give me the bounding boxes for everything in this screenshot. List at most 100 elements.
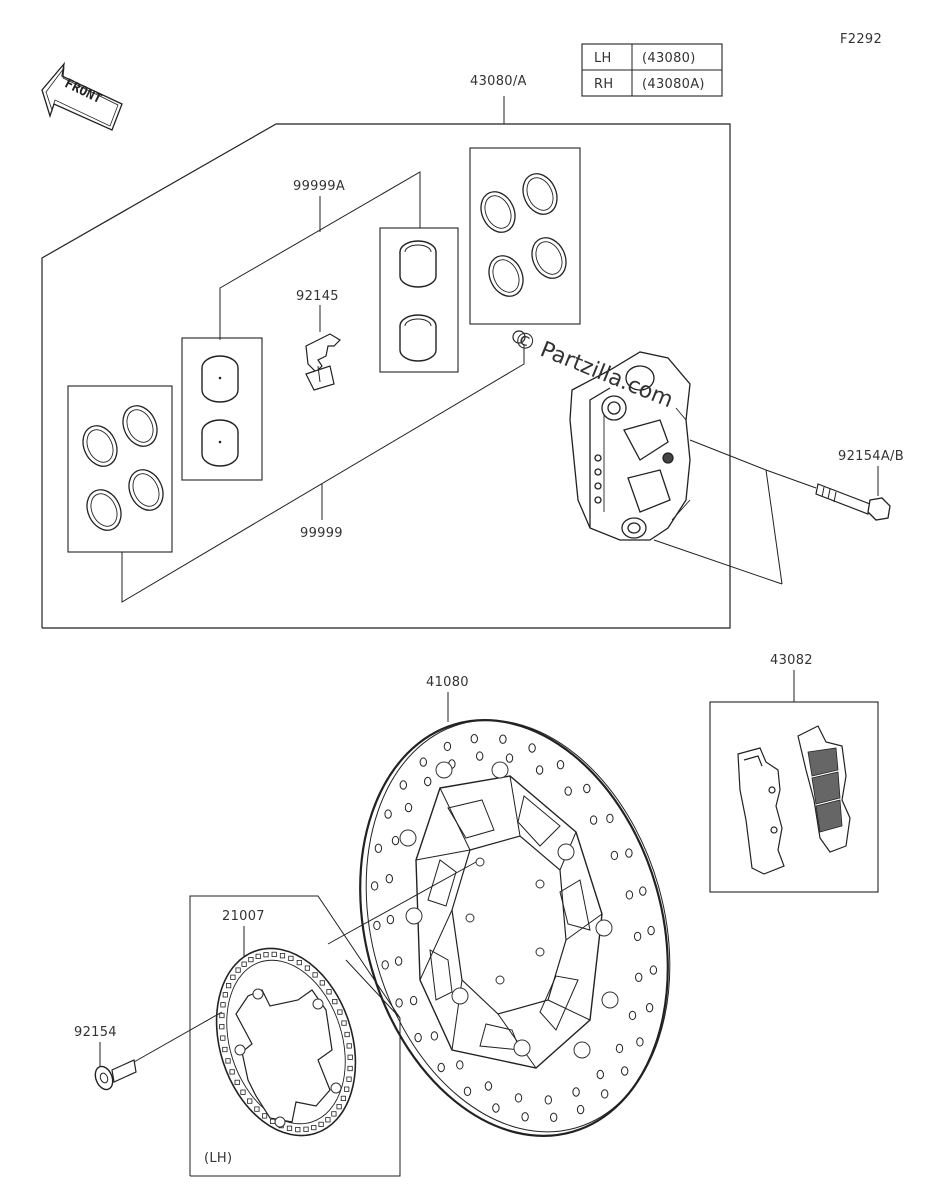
table-part-rh: (43080A) <box>642 77 705 92</box>
disc-vent-hole <box>384 809 392 819</box>
pad-set-box <box>709 701 879 893</box>
sensor-rotor-frame <box>189 861 477 1177</box>
sensor-rotor-tooth <box>255 953 261 960</box>
brake-pad-right <box>797 725 851 853</box>
sensor-rotor-tooth <box>222 992 228 998</box>
disc-vent-hole <box>636 1037 644 1047</box>
sensor-rotor-tooth <box>346 1076 352 1082</box>
sensor-rotor-tooth <box>254 1106 260 1112</box>
label-pad-spring[interactable]: 92145 <box>296 289 339 304</box>
sensor-rotor-tooth <box>303 1126 309 1132</box>
disc-vent-hole <box>409 995 418 1006</box>
disc-vent-hole <box>601 1089 609 1099</box>
disc-vent-hole <box>564 786 572 796</box>
piston-kit-bracket <box>121 330 526 603</box>
table-side-lh: LH <box>594 51 612 66</box>
disc-vent-hole <box>615 1043 624 1054</box>
sensor-rotor-tooth <box>229 1069 235 1075</box>
sensor-rotor-tooth <box>220 1002 226 1008</box>
disc-vent-hole <box>596 1069 604 1080</box>
sensor-rotor-tooth <box>319 980 325 986</box>
label-pad-set[interactable]: 43082 <box>770 653 813 668</box>
disc-vent-hole <box>394 956 403 966</box>
sensor-rotor-tooth <box>331 1111 337 1117</box>
piston-pair-top <box>379 227 459 373</box>
disc-vent-hole <box>589 815 598 825</box>
disc-vent-hole <box>625 848 633 858</box>
label-lh-note[interactable]: (LH) <box>204 1151 232 1166</box>
label-caliper-bolt[interactable]: 92154A/B <box>838 449 904 464</box>
sensor-rotor-tooth <box>318 1121 324 1127</box>
disc-vent-hole <box>625 890 634 900</box>
piston-kit-a-bracket <box>219 171 421 340</box>
label-piston-kit[interactable]: 99999 <box>300 526 343 541</box>
sensor-rotor-tooth <box>230 974 236 980</box>
disc-vent-hole <box>373 920 381 931</box>
label-piston-kit-a[interactable]: 99999A <box>293 179 345 194</box>
disc-vent-hole <box>424 776 432 787</box>
disc-vent-hole <box>576 1104 585 1115</box>
sensor-rotor-tooth <box>271 951 277 958</box>
sensor-rotor-tooth <box>241 961 247 967</box>
sensor-rotor-tooth <box>340 1095 347 1101</box>
disc-bolt-part <box>94 1059 137 1091</box>
disc-vent-hole <box>437 1062 445 1073</box>
sensor-rotor-tooth <box>332 999 338 1005</box>
sensor-rotor-tooth <box>341 1020 347 1026</box>
sensor-rotor-tooth <box>337 1009 343 1015</box>
sensor-rotor-tooth <box>219 1012 225 1019</box>
sensor-rotor-tooth <box>263 952 269 958</box>
disc-vent-hole <box>430 1031 439 1041</box>
label-disc-bolt[interactable]: 92154 <box>74 1025 117 1040</box>
disc-vent-hole <box>463 1086 472 1097</box>
disc-vent-hole <box>399 780 407 790</box>
sensor-rotor-tooth <box>286 1125 293 1131</box>
sensor-rotor-tooth <box>296 960 302 966</box>
disc-vent-hole <box>544 1095 552 1105</box>
disc-vent-hole <box>621 1066 629 1076</box>
disc-vent-hole <box>386 914 395 925</box>
disc-vent-hole <box>381 960 389 970</box>
disc-vent-hole <box>514 1093 523 1103</box>
sensor-rotor-tooth <box>304 965 311 971</box>
disc-vent-hole <box>395 998 403 1008</box>
disc-vent-hole <box>556 760 565 770</box>
sensor-rotor-tooth <box>279 953 286 959</box>
disc-vent-hole <box>484 1081 493 1091</box>
label-caliper-assy[interactable]: 43080/A <box>470 74 527 89</box>
disc-vent-hole <box>635 972 643 982</box>
piston-pair-left <box>181 337 263 481</box>
disc-vent-hole <box>492 1103 500 1113</box>
sensor-rotor-tooth <box>346 1043 352 1049</box>
sensor-rotor-tooth <box>312 972 318 978</box>
label-sensor-rotor[interactable]: 21007 <box>222 909 265 924</box>
pad-spring-part <box>305 333 341 391</box>
sensor-rotor-tooth <box>222 1046 228 1053</box>
disc-vent-hole <box>404 802 413 813</box>
disc-vent-hole <box>610 850 619 861</box>
disc-vent-hole <box>391 835 400 846</box>
brake-caliper-body <box>569 351 691 541</box>
seal-set-left <box>67 385 173 553</box>
sensor-rotor-tooth <box>295 1127 301 1133</box>
disc-vent-hole <box>499 734 507 744</box>
brake-pad-left <box>737 747 785 875</box>
brake-disc-part <box>359 719 671 1137</box>
sensor-rotor-tooth <box>311 1125 317 1131</box>
sensor-rotor-tooth <box>344 1031 350 1038</box>
side-part-table: LH (43080) RH (43080A) <box>581 43 723 97</box>
caliper-assembly-frame <box>41 96 731 629</box>
label-brake-disc[interactable]: 41080 <box>426 675 469 690</box>
disc-vent-hole <box>443 741 452 752</box>
disc-vent-hole <box>374 843 383 853</box>
sensor-rotor-tooth <box>240 1089 246 1095</box>
sensor-rotor-part <box>215 947 357 1137</box>
disc-vent-hole <box>521 1112 529 1122</box>
table-side-rh: RH <box>594 77 613 92</box>
disc-vent-hole <box>645 1003 654 1013</box>
disc-vent-hole <box>628 1010 637 1021</box>
sensor-rotor-tooth <box>347 1065 353 1072</box>
sensor-rotor-tooth <box>347 1054 353 1060</box>
disc-vent-hole <box>528 743 536 753</box>
